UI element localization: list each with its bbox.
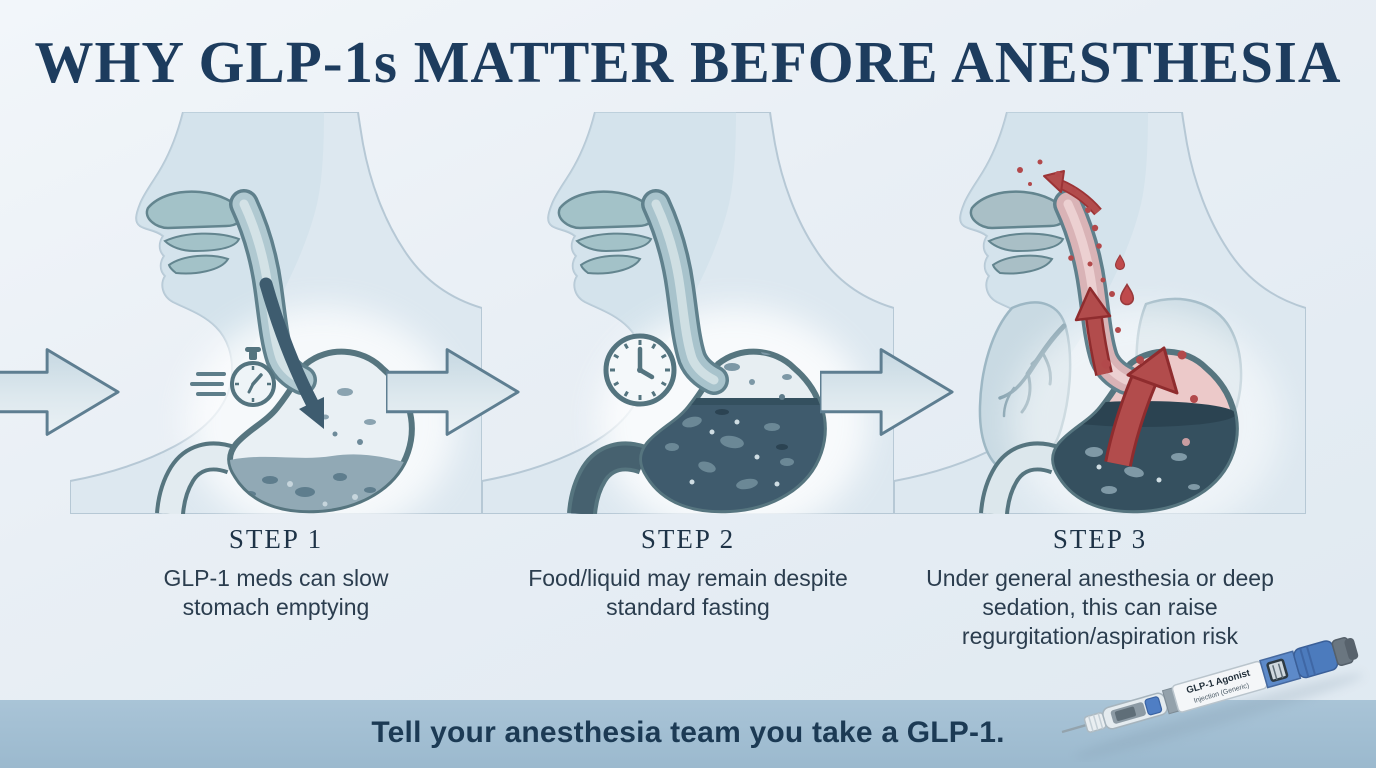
step-2-description: Food/liquid may remain despite standard … <box>528 565 848 620</box>
reflux-arrow-stomach <box>1104 346 1179 467</box>
pen-dose-window <box>1266 658 1289 682</box>
figure-step-1 <box>70 112 482 514</box>
pen-needle-cap <box>1083 712 1107 733</box>
clock-icon <box>603 333 677 407</box>
duodenum <box>567 441 650 514</box>
reflux-arrow-esophagus <box>1074 286 1113 376</box>
mouth-nasal-cavity <box>557 190 655 275</box>
flow-arrow-icon-2 <box>386 348 520 436</box>
flow-arrow-icon-1 <box>0 348 120 436</box>
step-1-caption: STEP 1 GLP-1 meds can slow stomach empty… <box>70 524 482 622</box>
pen-shadow <box>1074 673 1364 759</box>
pen-cartridge <box>1102 692 1168 730</box>
step-3-description: Under general anesthesia or deep sedatio… <box>926 565 1274 649</box>
mouth-nasal-cavity <box>969 190 1067 275</box>
reflux-arrow-nose <box>1043 170 1102 216</box>
slow-emptying-arrow-icon <box>259 277 324 429</box>
pen-label: GLP-1 Agonist Injection (Generic) <box>1171 660 1268 713</box>
step-2-caption: STEP 2 Food/liquid may remain despite st… <box>482 524 894 622</box>
glp1-pen-illustration: GLP-1 Agonist Injection (Generic) <box>1061 637 1364 759</box>
pen-cap <box>1293 640 1339 679</box>
banner-message: Tell your anesthesia team you take a GLP… <box>371 716 1005 749</box>
step-1-label: STEP 1 <box>228 524 324 554</box>
step-2-label: STEP 2 <box>640 524 736 554</box>
pen-body <box>1259 650 1302 689</box>
duodenum <box>155 441 238 514</box>
step-3-label: STEP 3 <box>1052 524 1148 554</box>
step-1-description: GLP-1 meds can slow stomach emptying <box>163 565 389 620</box>
figure-step-3 <box>894 112 1306 514</box>
pen-end-button <box>1331 637 1359 667</box>
duodenum <box>979 441 1062 514</box>
page-title: WHY GLP-1s MATTER BEFORE ANESTHESIA <box>34 29 1342 95</box>
esophagus <box>641 189 729 395</box>
mouth-nasal-cavity <box>145 190 243 275</box>
reflux-droplet-dots <box>1017 159 1198 403</box>
step-3-caption: STEP 3 Under general anesthesia or deep … <box>894 524 1306 651</box>
pen-needle <box>1061 723 1089 734</box>
stopwatch-icon <box>190 347 276 407</box>
figure-step-2 <box>482 112 894 514</box>
flow-arrow-icon-3 <box>820 348 954 436</box>
